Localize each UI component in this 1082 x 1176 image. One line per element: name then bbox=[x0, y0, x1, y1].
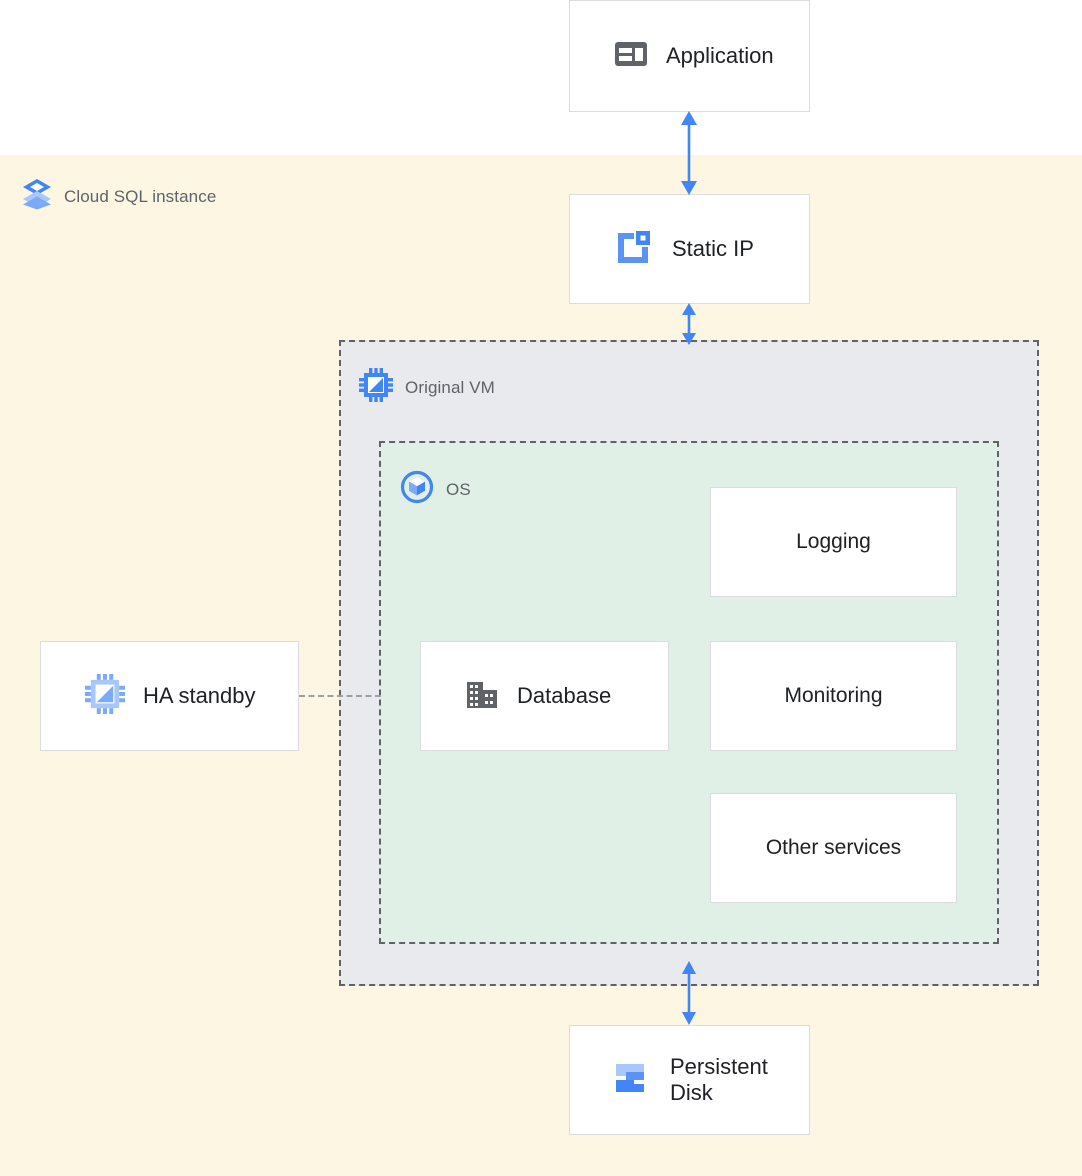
node-monitoring-label: Monitoring bbox=[784, 683, 883, 707]
node-persistent-disk[interactable]: Persistent Disk bbox=[569, 1025, 810, 1135]
connector-static-ip-to-original-vm bbox=[659, 302, 719, 351]
node-database-label: Database bbox=[517, 683, 612, 709]
node-other-services[interactable]: Other services bbox=[710, 793, 957, 903]
connector-ha-standby-to-original-vm bbox=[299, 695, 381, 697]
node-ha-standby-label: HA standby bbox=[143, 683, 256, 709]
original-vm-header: Original VM bbox=[359, 368, 495, 407]
cloud-sql-layers-icon bbox=[22, 178, 52, 215]
persistent-disk-icon bbox=[614, 1059, 652, 1102]
node-ha-standby[interactable]: HA standby bbox=[40, 641, 299, 751]
node-static-ip[interactable]: Static IP bbox=[569, 194, 810, 304]
node-other-services-label: Other services bbox=[765, 835, 902, 859]
os-label: OS bbox=[446, 479, 471, 499]
connector-original-vm-to-persistent-disk bbox=[659, 960, 719, 1031]
node-application[interactable]: Application bbox=[569, 0, 810, 112]
node-application-label: Application bbox=[666, 43, 774, 69]
vm-chip-icon bbox=[359, 368, 393, 407]
ha-standby-chip-icon bbox=[85, 673, 125, 719]
original-vm-label: Original VM bbox=[405, 377, 495, 397]
os-header: OS bbox=[400, 470, 471, 509]
static-ip-icon bbox=[614, 227, 654, 272]
node-logging-label: Logging bbox=[796, 529, 871, 553]
node-database[interactable]: Database bbox=[420, 641, 669, 751]
node-monitoring[interactable]: Monitoring bbox=[710, 641, 957, 751]
database-building-icon bbox=[465, 677, 499, 716]
os-container-icon bbox=[400, 470, 434, 509]
cloud-sql-instance-label: Cloud SQL instance bbox=[64, 186, 217, 206]
cloud-sql-instance-header: Cloud SQL instance bbox=[22, 178, 216, 215]
node-static-ip-label: Static IP bbox=[672, 236, 754, 262]
connector-application-to-static-ip bbox=[659, 110, 719, 201]
node-persistent-disk-label: Persistent Disk bbox=[670, 1054, 768, 1105]
node-logging[interactable]: Logging bbox=[710, 487, 957, 597]
application-layout-icon bbox=[614, 37, 648, 76]
